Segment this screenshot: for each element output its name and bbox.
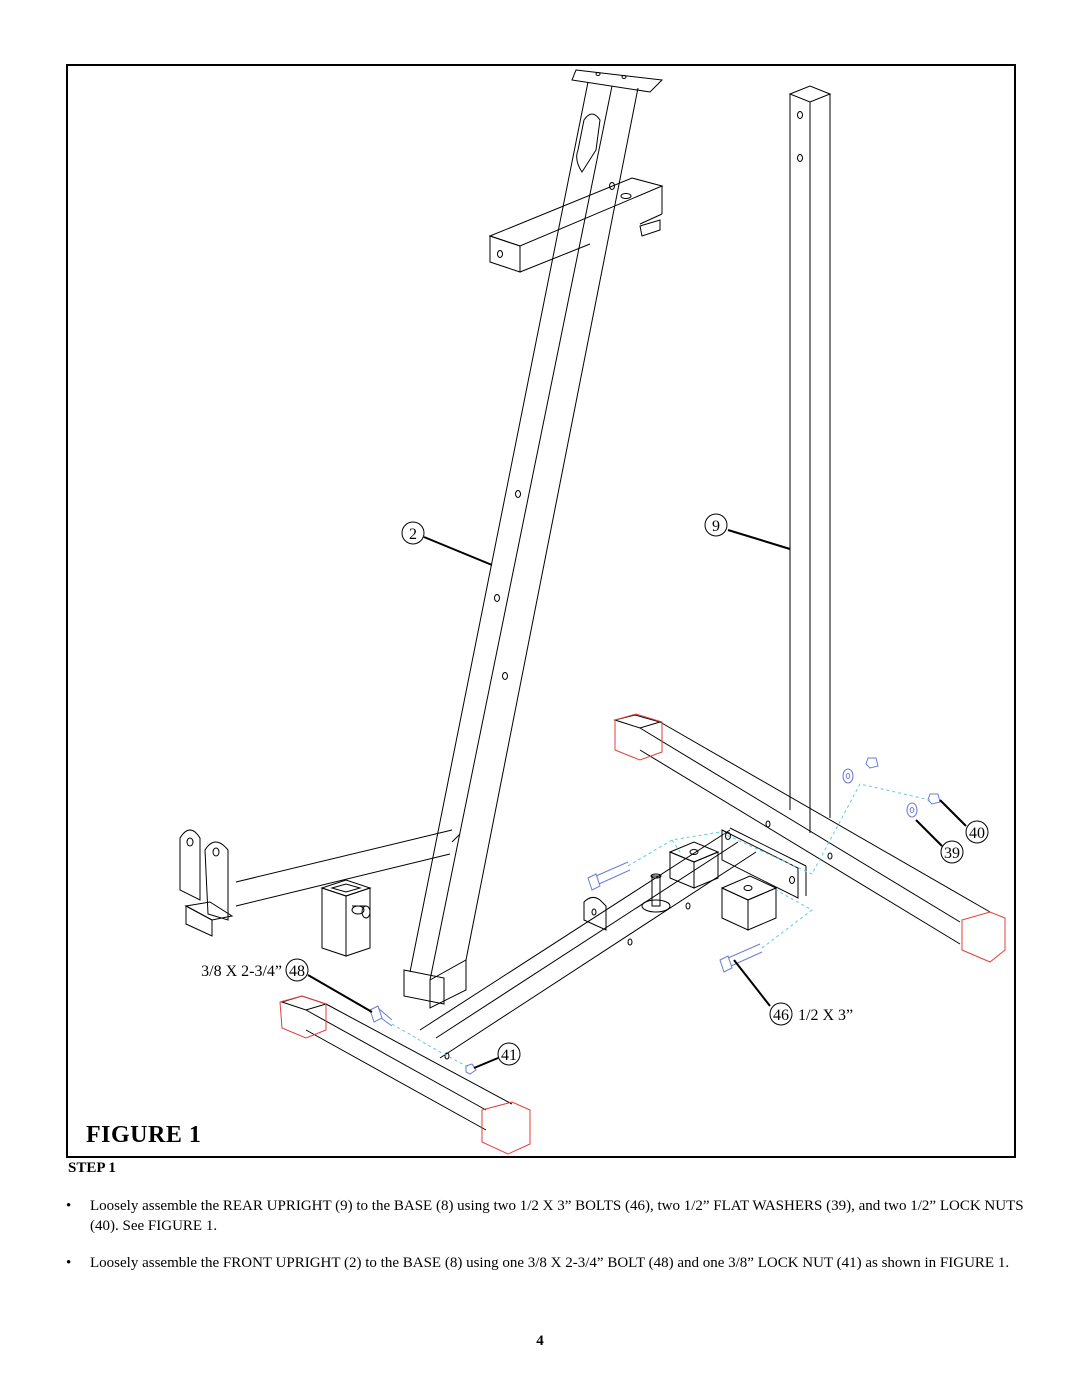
nut-40-b [927,793,941,805]
bullet-dot-icon: • [66,1198,72,1214]
callout-circle-41 [497,1042,521,1066]
rear-upright [788,85,832,833]
callout-9: 9 [712,518,720,535]
leader-46 [733,959,771,1007]
end-cap-rear-right [961,911,1006,963]
callout-circle-39 [940,840,964,864]
callout-48-size: 3/8 X 2-3/4” [201,963,282,980]
guide-lower [761,889,813,949]
base-block-1 [668,841,720,889]
callout-2: 2 [409,526,417,543]
rear-bracket [721,827,807,899]
bolt-48 [369,1005,393,1027]
rear-base-bar [613,714,991,945]
front-lower-arm [235,829,461,907]
pivot-shaft [641,873,671,913]
callout-circle-40 [965,820,989,844]
bolt-46-upper [587,861,631,891]
callout-46: 46 [773,1007,789,1024]
front-upright [403,69,664,1009]
figure-title: FIGURE 1 [86,1122,202,1148]
callout-circle-46 [769,1002,793,1026]
leader-40 [939,799,967,827]
callout-41: 41 [501,1047,517,1064]
center-post [320,879,372,957]
callout-39: 39 [944,845,960,862]
callout-48: 48 [289,963,305,980]
front-top-crossbar [488,177,664,273]
leader-39 [915,819,943,847]
callout-40: 40 [969,825,985,842]
instruction-bullet-1: • Loosely assemble the REAR UPRIGHT (9) … [66,1196,1026,1236]
base-block-2 [720,875,778,931]
leader-48 [307,974,373,1013]
leader-2 [423,536,493,566]
bracket-tab [583,896,607,931]
callout-circle-2 [401,521,425,545]
instruction-text-1: Loosely assemble the REAR UPRIGHT (9) to… [90,1198,1024,1234]
instruction-bullet-2: • Loosely assemble the FRONT UPRIGHT (2)… [66,1253,1026,1273]
callout-46-size: 1/2 X 3” [798,1007,853,1024]
nut-41 [465,1063,477,1075]
front-base-bar [280,995,513,1131]
step-title: STEP 1 [68,1160,116,1176]
figure-frame [66,64,1016,1158]
callout-circle-48 [285,958,309,982]
washer-39-b [906,802,918,818]
leader-41 [473,1057,499,1069]
end-cap-rear-left [614,713,663,761]
leader-9 [727,529,791,550]
guide-front [391,1023,471,1069]
assembly-diagram: 2 9 40 39 48 3/8 X 2-3/4” 46 1/2 X 3” 41 [179,69,1006,1155]
page-number: 4 [536,1333,544,1349]
washer-39-a [842,768,854,784]
left-bracket [179,829,234,937]
instruction-text-2: Loosely assemble the FRONT UPRIGHT (2) t… [90,1255,1010,1271]
nut-40-a [865,757,879,769]
bullet-dot-icon: • [66,1255,72,1271]
callout-circle-9 [704,513,728,537]
guide-upper [627,783,931,875]
end-cap-front-left [279,995,327,1039]
base-spine [419,829,757,1060]
end-cap-front-right [481,1101,531,1155]
